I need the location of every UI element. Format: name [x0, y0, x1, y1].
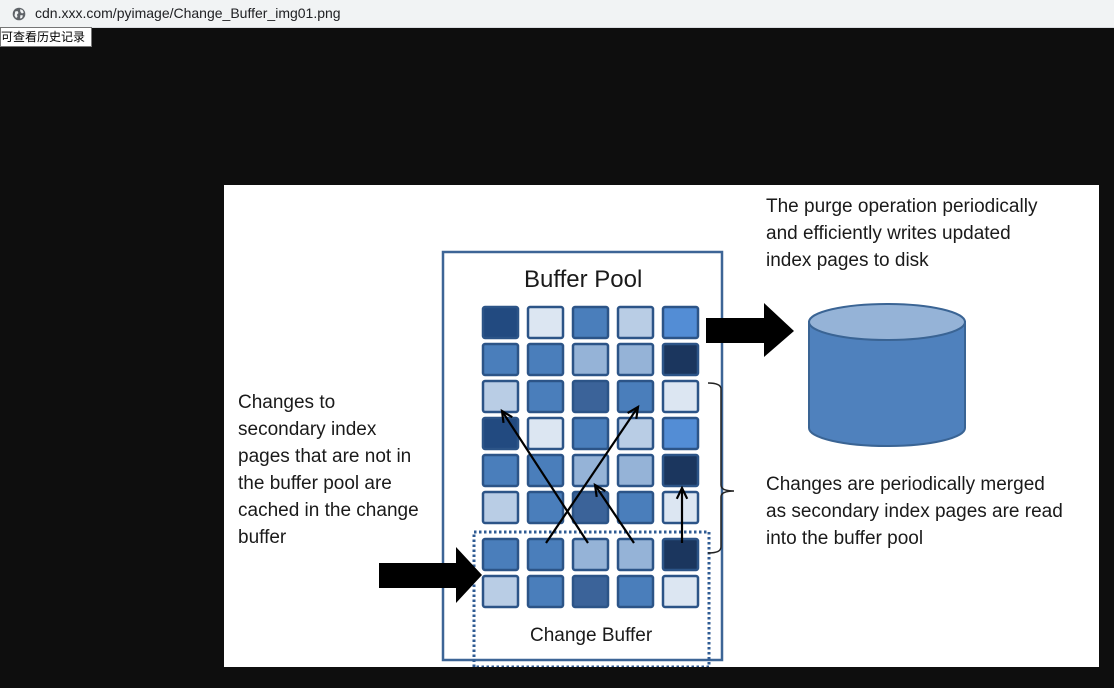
index-page	[571, 342, 610, 377]
index-page	[661, 342, 700, 377]
arrow-head-icon	[675, 485, 689, 500]
index-page	[526, 305, 565, 340]
index-page	[616, 574, 655, 609]
index-page	[571, 305, 610, 340]
arrow-head-icon	[500, 408, 513, 424]
index-page	[481, 490, 520, 525]
index-page	[526, 574, 565, 609]
index-page	[661, 574, 700, 609]
index-page	[481, 416, 520, 451]
index-page	[616, 305, 655, 340]
merge-description: Changes are periodically merged as secon…	[766, 474, 1063, 549]
change-buffer-label: Change Buffer	[530, 625, 653, 646]
merge-arrow-line	[501, 410, 589, 544]
index-page	[481, 537, 520, 572]
index-page	[661, 453, 700, 488]
history-tooltip: 可查看历史记录	[0, 27, 93, 47]
index-page	[616, 342, 655, 377]
buffer-pool-title: Buffer Pool	[524, 266, 643, 293]
index-page	[616, 490, 655, 525]
diagram-canvas	[379, 250, 966, 667]
merge-arrow-line	[545, 406, 639, 544]
page-grid	[481, 305, 700, 609]
index-page	[526, 490, 565, 525]
index-page	[526, 342, 565, 377]
index-page	[481, 305, 520, 340]
diagram-image: Buffer Pool Change Buffer The purge oper…	[224, 185, 1099, 667]
disk-cylinder-icon	[808, 303, 966, 447]
index-page	[616, 537, 655, 572]
merge-brace	[707, 382, 735, 554]
index-page	[661, 490, 700, 525]
index-page	[661, 379, 700, 414]
index-page	[526, 379, 565, 414]
change-buffer-description: Changes to secondary index pages that ar…	[238, 392, 419, 548]
url-text[interactable]: cdn.xxx.com/pyimage/Change_Buffer_img01.…	[35, 5, 341, 21]
index-page	[616, 453, 655, 488]
purge-arrow	[706, 303, 794, 357]
index-page	[571, 490, 610, 525]
address-bar[interactable]: cdn.xxx.com/pyimage/Change_Buffer_img01.…	[0, 0, 1114, 28]
buffer-pool-frame	[441, 250, 724, 662]
index-page	[571, 416, 610, 451]
arrow-head-icon	[627, 404, 640, 420]
index-page	[481, 342, 520, 377]
index-page	[571, 574, 610, 609]
change-buffer-frame	[472, 530, 711, 667]
index-page	[571, 537, 610, 572]
index-page	[481, 574, 520, 609]
index-page	[526, 537, 565, 572]
index-page	[481, 379, 520, 414]
globe-icon	[12, 7, 26, 21]
merge-arrows	[500, 404, 689, 544]
index-page	[661, 305, 700, 340]
index-page	[481, 453, 520, 488]
index-page	[616, 416, 655, 451]
merge-arrow-line	[594, 484, 635, 544]
purge-description: The purge operation periodically and eff…	[766, 196, 1038, 271]
index-page	[526, 416, 565, 451]
arrow-head-icon	[593, 482, 606, 498]
index-page	[571, 379, 610, 414]
index-page	[661, 537, 700, 572]
index-page	[661, 416, 700, 451]
insert-arrow	[379, 547, 482, 603]
